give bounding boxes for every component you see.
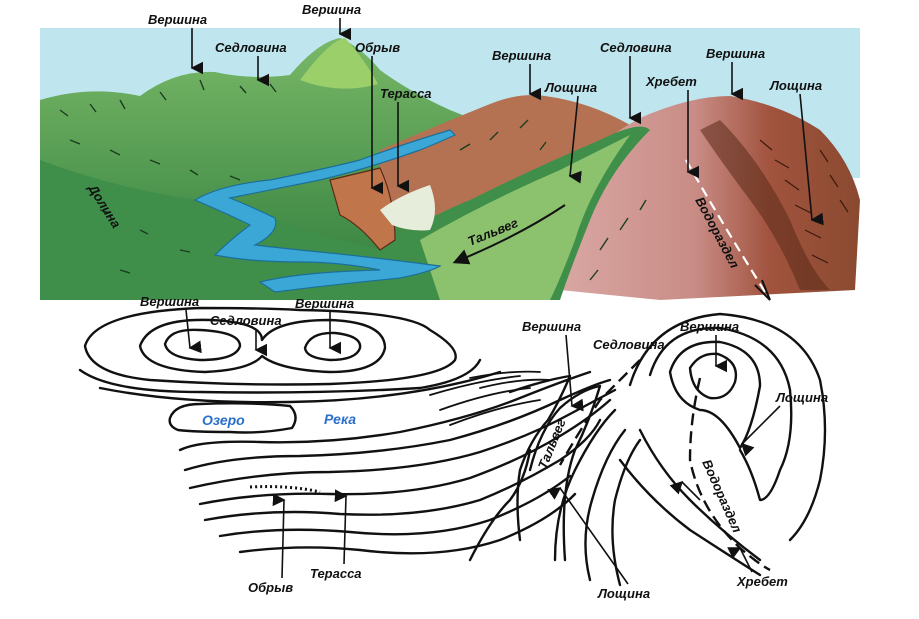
landscape-illustration: Тальвег Водораздел Долина Вершина Вершин… [40,2,860,301]
contour-hollow-bottom-arrow [547,487,629,585]
landscape-hollow-mid-arrow [568,95,582,184]
landscape-cliff-label: Обрыв [355,40,400,55]
landscape-peak-top-label: Вершина [302,2,361,17]
contour-watershed-dash [688,377,771,572]
contour-peak-right-label: Вершина [680,319,739,334]
contour-watershed-label: Водораздел [699,457,745,535]
thalweg-arrow [452,204,566,265]
landscape-ridge-label: Хребет [645,74,697,89]
landscape-terrace-label: Терасса [380,86,432,101]
contour-peak-left2-label: Вершина [295,296,354,311]
contour-thalweg-dash [558,359,641,466]
contour-saddle-right-label: Седловина [593,337,665,352]
contour-hollow-right-arrow [740,405,781,457]
landscape-hollow-mid-label: Лощина [544,80,597,95]
left-twin-peaks-contours [78,306,502,404]
contour-map: Озеро Река [78,294,828,601]
contour-peak-left-label: Вершина [140,294,199,309]
contour-cliff-label: Обрыв [248,580,293,595]
landscape-saddle-left-label: Седловина [215,40,287,55]
landscape-hollow-right-arrow [799,93,824,226]
contour-terrace-label: Терасса [310,566,362,581]
mid-hollow-contours [468,374,642,587]
landscape-peak-mid-label: Вершина [492,48,551,63]
landscape-saddle-right-label: Седловина [600,40,672,55]
contour-terrace-arrow [334,489,348,565]
lake-outline [168,402,297,434]
cliff-dotted-line [249,485,321,494]
river [193,129,457,293]
right-peak-contours [618,312,827,577]
contour-river-label: Река [324,411,356,427]
landscape-peak-right-label: Вершина [706,46,765,61]
contour-watershed-arrow [669,480,701,501]
ridge-shadow [700,120,830,290]
contour-cliff-arrow [272,493,286,579]
ridge-hachures [759,139,849,264]
contour-lake-label: Озеро [202,412,245,428]
central-contours [178,370,617,555]
contour-peak-mid-label: Вершина [522,319,581,334]
terrace-patch [380,185,435,231]
contour-hollow-bottom-label: Лощина [597,586,650,601]
summit-patch [300,38,378,89]
landscape-peak-left-label: Вершина [148,12,207,27]
hachure-marks [59,79,647,281]
landscape-hollow-right-label: Лощина [769,78,822,93]
contour-thalweg-label: Тальвег [535,416,569,471]
contour-peak-left-arrow [185,309,202,354]
contour-ridge-arrow [727,547,753,573]
contour-peak-mid-arrow [565,334,584,412]
contour-saddle-left-label: Седловина [210,313,282,328]
contour-hollow-right-label: Лощина [775,390,828,405]
contour-ridge-label: Хребет [736,574,788,589]
